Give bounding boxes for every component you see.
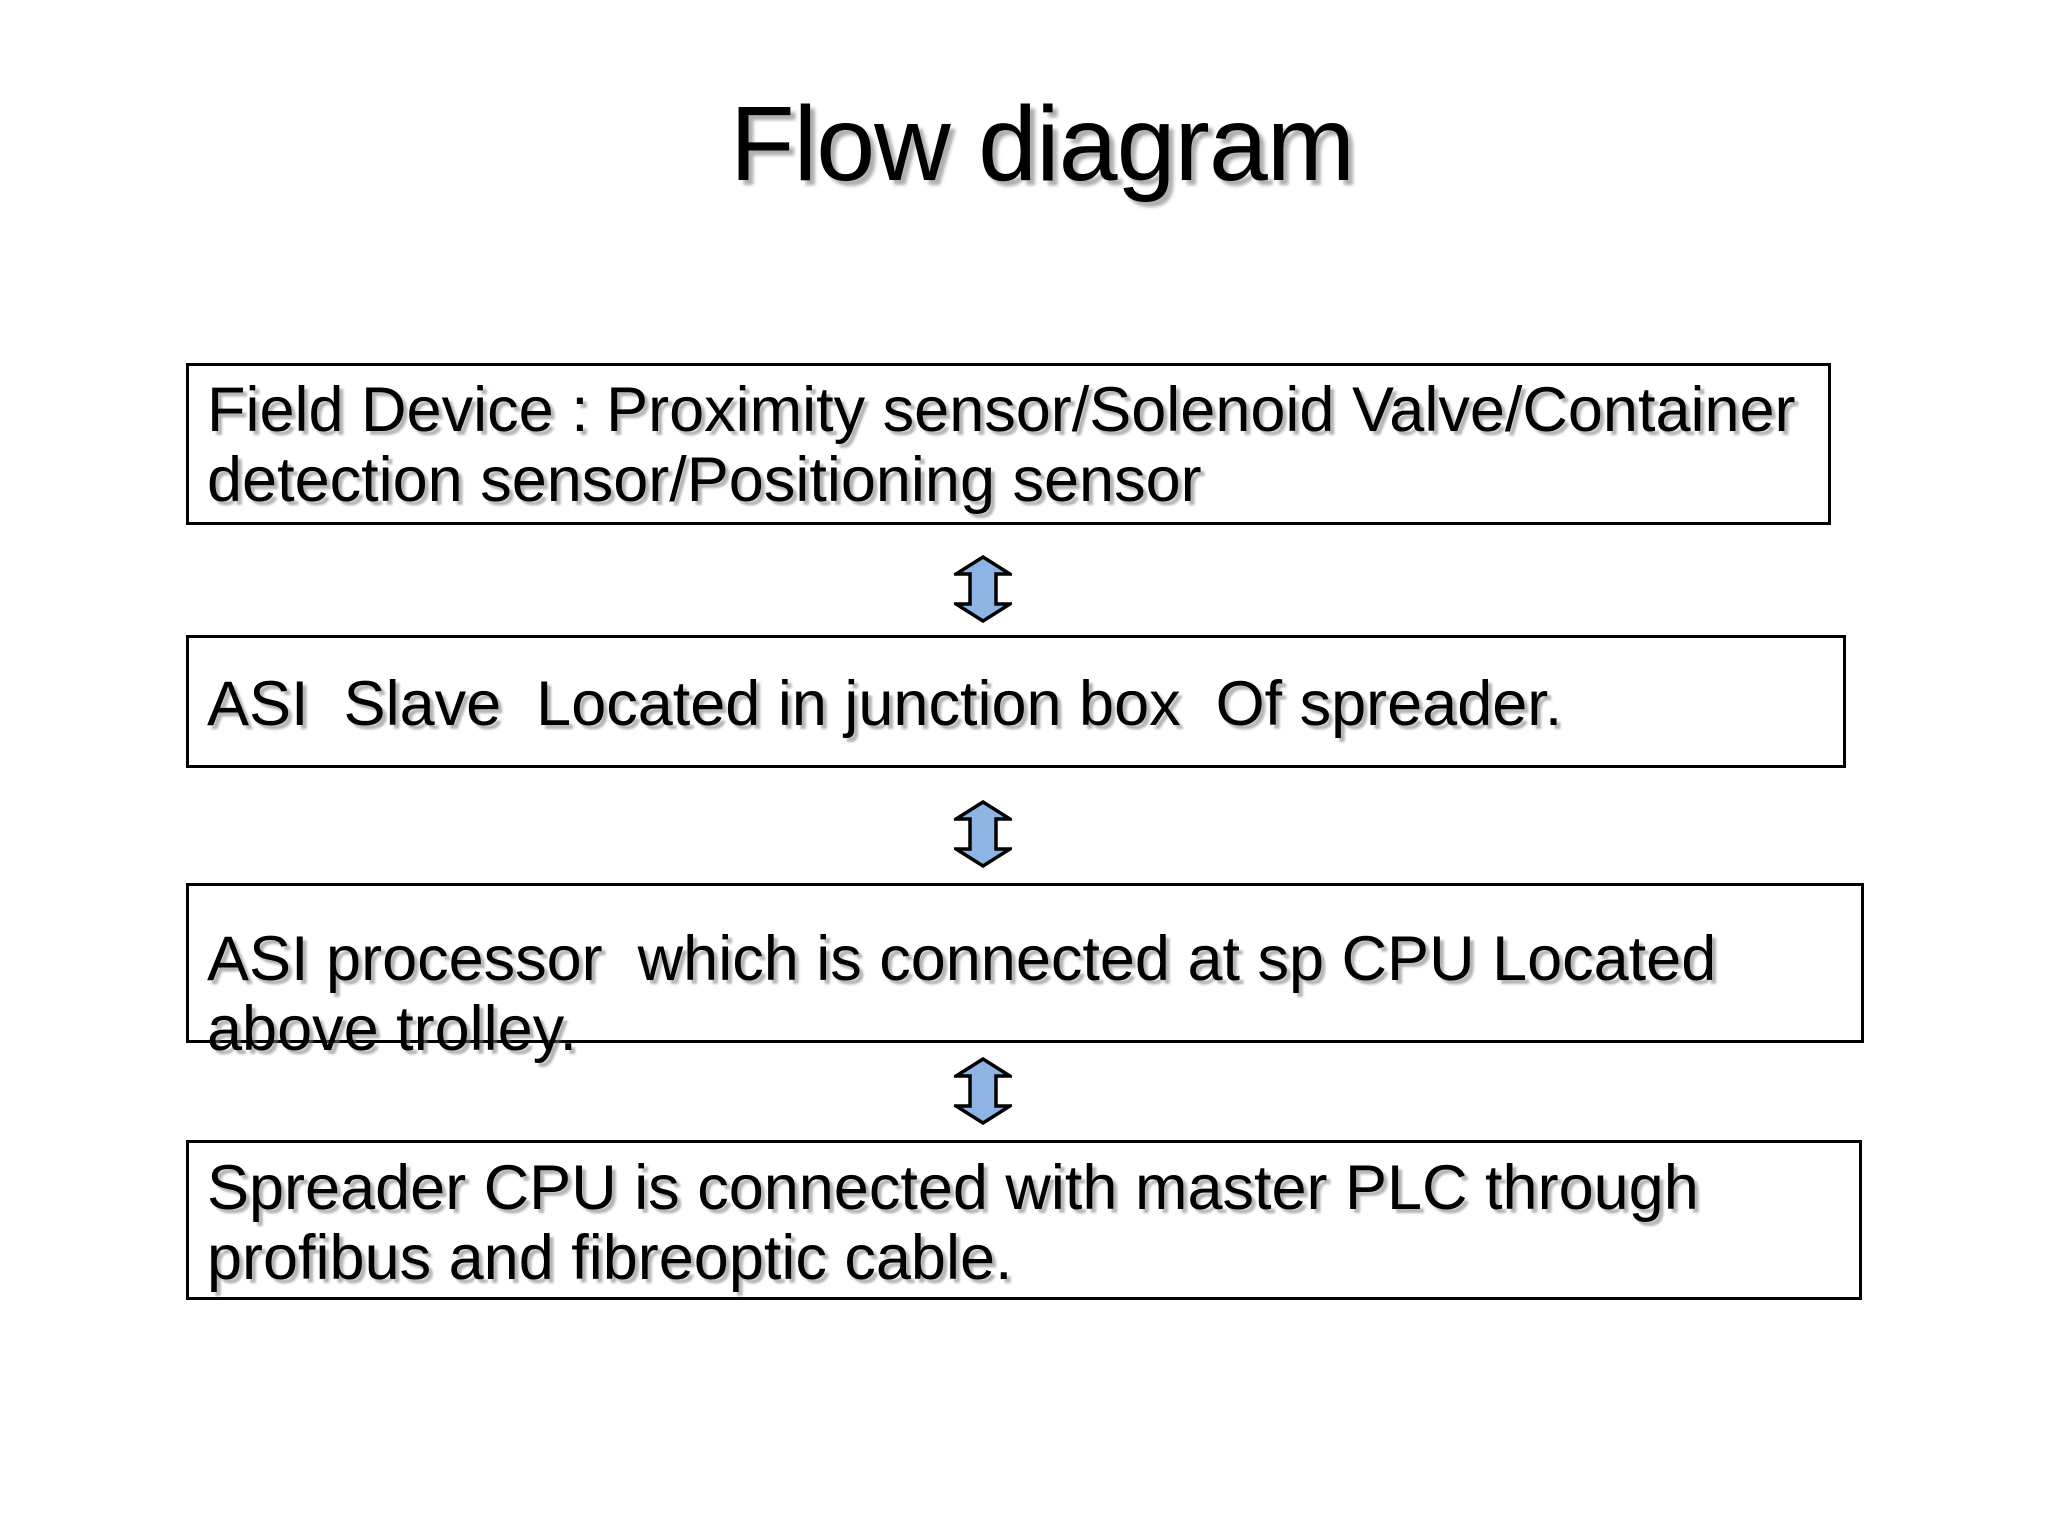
flow-box-spreader-cpu-line-1: Spreader CPU is connected with master PL… bbox=[207, 1153, 1699, 1223]
flow-box-spreader-cpu-line-2: profibus and fibreoptic cable. bbox=[207, 1223, 1013, 1293]
flow-box-asi-slave-line-1: ASI Slave Located in junction box Of spr… bbox=[207, 669, 1563, 739]
slide-title: Flow diagram bbox=[729, 85, 1355, 203]
updown-arrow-shape bbox=[954, 800, 1012, 868]
flow-box-field-device-line-1: Field Device : Proximity sensor/Solenoid… bbox=[207, 375, 1796, 445]
flow-box-field-device: Field Device : Proximity sensor/Solenoid… bbox=[186, 363, 1831, 525]
flow-box-asi-slave: ASI Slave Located in junction box Of spr… bbox=[186, 635, 1846, 768]
updown-arrow-icon-3 bbox=[954, 1057, 1012, 1125]
updown-arrow-icon-2 bbox=[954, 800, 1012, 868]
flow-box-asi-processor-line-1: ASI processor which is connected at sp C… bbox=[207, 924, 1717, 994]
flow-box-field-device-line-2: detection sensor/Positioning sensor bbox=[207, 445, 1202, 515]
flow-box-spreader-cpu: Spreader CPU is connected with master PL… bbox=[186, 1140, 1862, 1300]
updown-arrow-shape bbox=[954, 555, 1012, 623]
flow-box-asi-processor-line-2: above trolley. bbox=[207, 994, 578, 1064]
flow-box-asi-processor: ASI processor which is connected at sp C… bbox=[186, 883, 1864, 1064]
updown-arrow-icon-1 bbox=[954, 555, 1012, 623]
updown-arrow-shape bbox=[954, 1057, 1012, 1125]
